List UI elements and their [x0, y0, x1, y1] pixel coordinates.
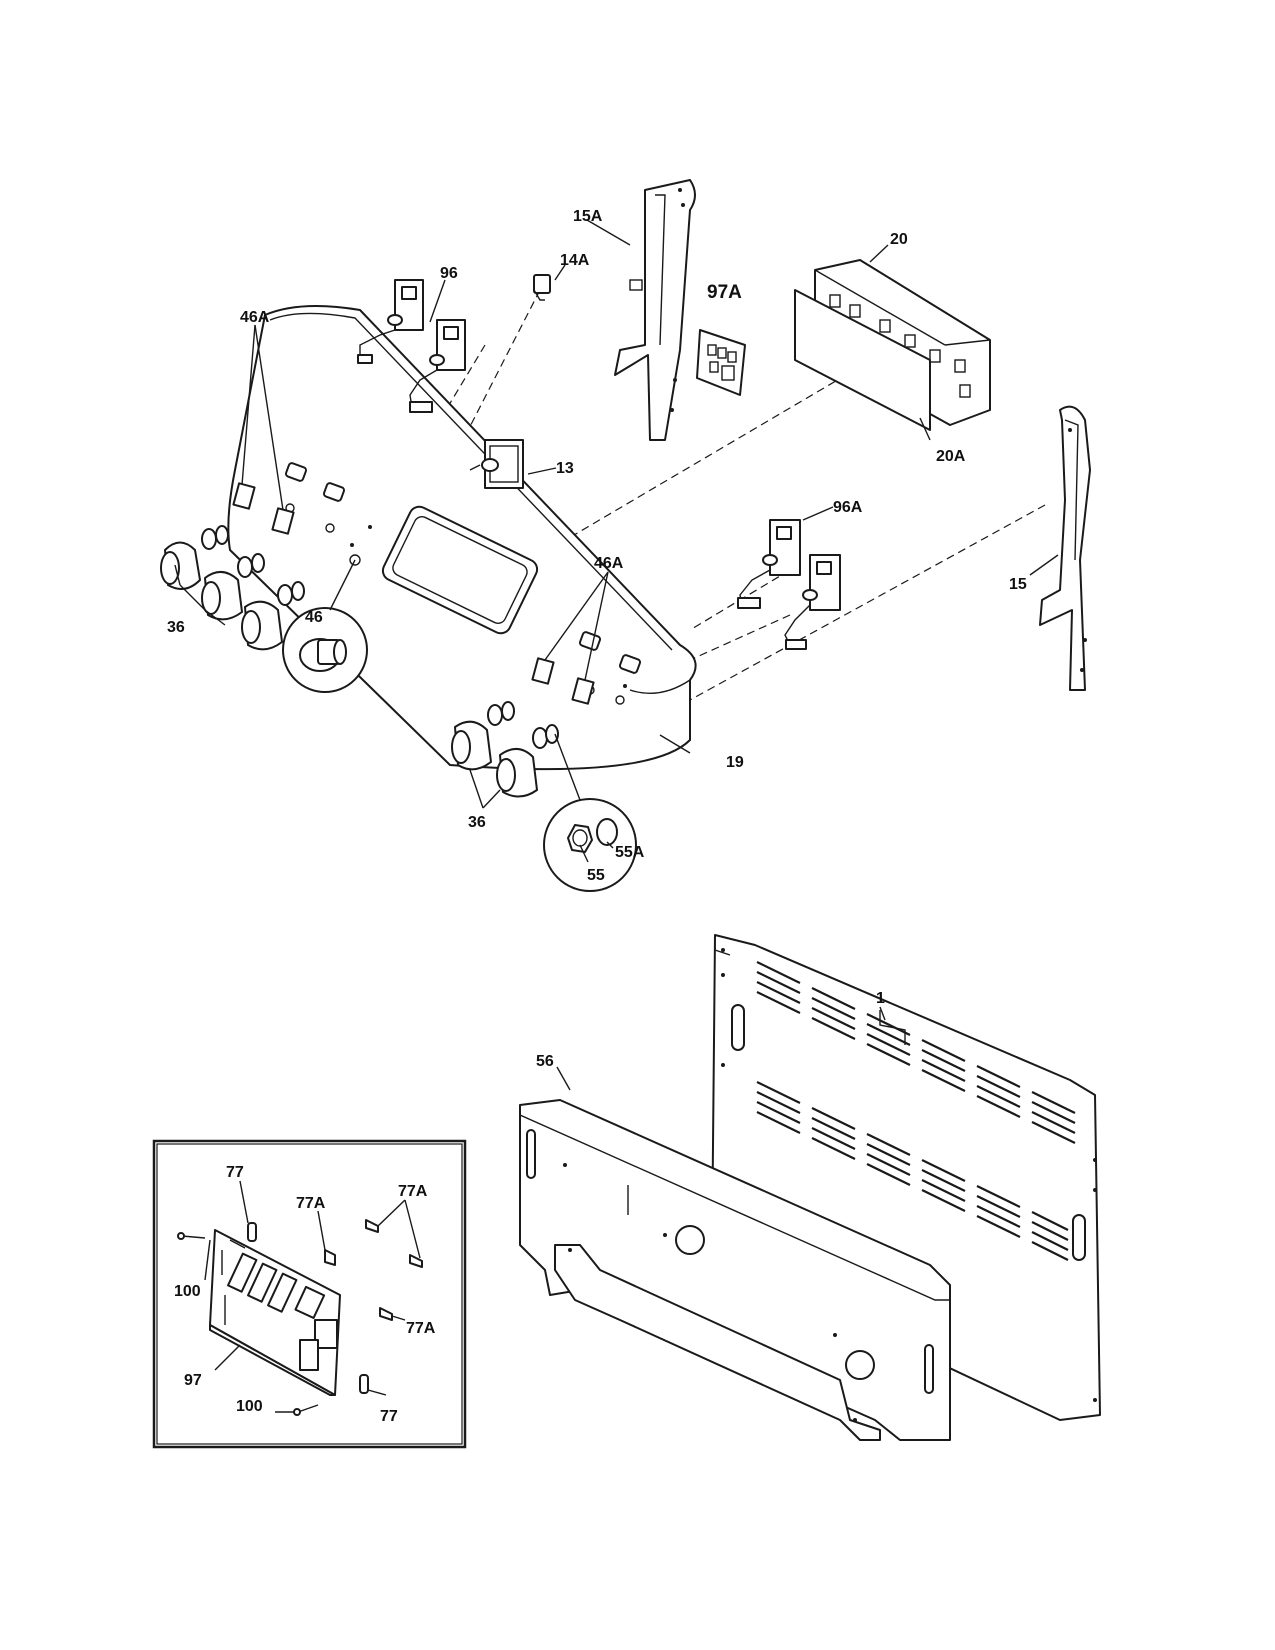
switch-96A — [737, 519, 841, 650]
callout-1: 1 — [876, 990, 885, 1007]
callout-46A-mid: 46A — [594, 555, 624, 572]
callout-15: 15 — [1009, 576, 1027, 593]
control-panel-19 — [227, 305, 697, 771]
panel-56 — [519, 1099, 951, 1441]
callout-96A: 96A — [833, 499, 863, 516]
bracket-15 — [1039, 405, 1091, 691]
switch-96 — [357, 279, 466, 413]
callout-36-bottom: 36 — [468, 814, 486, 831]
callout-labels: 15A 20 96 97A 14A 46A 13 20A 96A 46A 15 … — [167, 208, 1027, 1425]
screws-100 — [177, 1232, 319, 1416]
switch-14A — [533, 274, 551, 301]
callout-100-b: 100 — [236, 1398, 263, 1415]
callout-97: 97 — [184, 1372, 202, 1389]
switch-46A — [232, 482, 595, 705]
inset-55 — [543, 733, 637, 892]
callout-77-top: 77 — [226, 1164, 244, 1181]
vent-slots-upper — [756, 961, 1076, 1144]
vent-slots-lower — [756, 1081, 1069, 1261]
callout-77A-c: 77A — [406, 1320, 436, 1337]
nut-washer-pairs — [201, 525, 559, 749]
switch-13 — [469, 439, 524, 489]
callout-77A-a: 77A — [296, 1195, 326, 1212]
leader-lines — [174, 219, 1059, 1413]
screws-77 — [247, 1222, 369, 1394]
callout-46A-top: 46A — [240, 309, 270, 326]
knob-36 — [160, 541, 538, 798]
callout-20A: 20A — [936, 448, 966, 465]
callout-36-left: 36 — [167, 619, 185, 636]
callout-14A: 14A — [560, 252, 590, 269]
callout-77-bottom: 77 — [380, 1408, 398, 1425]
board-97A — [696, 329, 746, 396]
callout-55: 55 — [587, 867, 605, 884]
inset-46 — [282, 559, 368, 693]
callout-20: 20 — [890, 231, 908, 248]
callout-55A: 55A — [615, 844, 645, 861]
standoffs-77A — [324, 1219, 423, 1321]
clock-20 — [794, 259, 991, 431]
callout-77A-b: 77A — [398, 1183, 428, 1200]
callout-100-a: 100 — [174, 1283, 201, 1300]
callout-13: 13 — [556, 460, 574, 477]
callout-96: 96 — [440, 265, 458, 282]
callout-56: 56 — [536, 1053, 554, 1070]
callout-19: 19 — [726, 754, 744, 771]
inset-box-97 — [152, 1139, 467, 1449]
callout-15A: 15A — [573, 208, 603, 225]
callout-97A: 97A — [707, 282, 742, 303]
bracket-15A — [614, 179, 696, 441]
callout-46: 46 — [305, 609, 323, 626]
